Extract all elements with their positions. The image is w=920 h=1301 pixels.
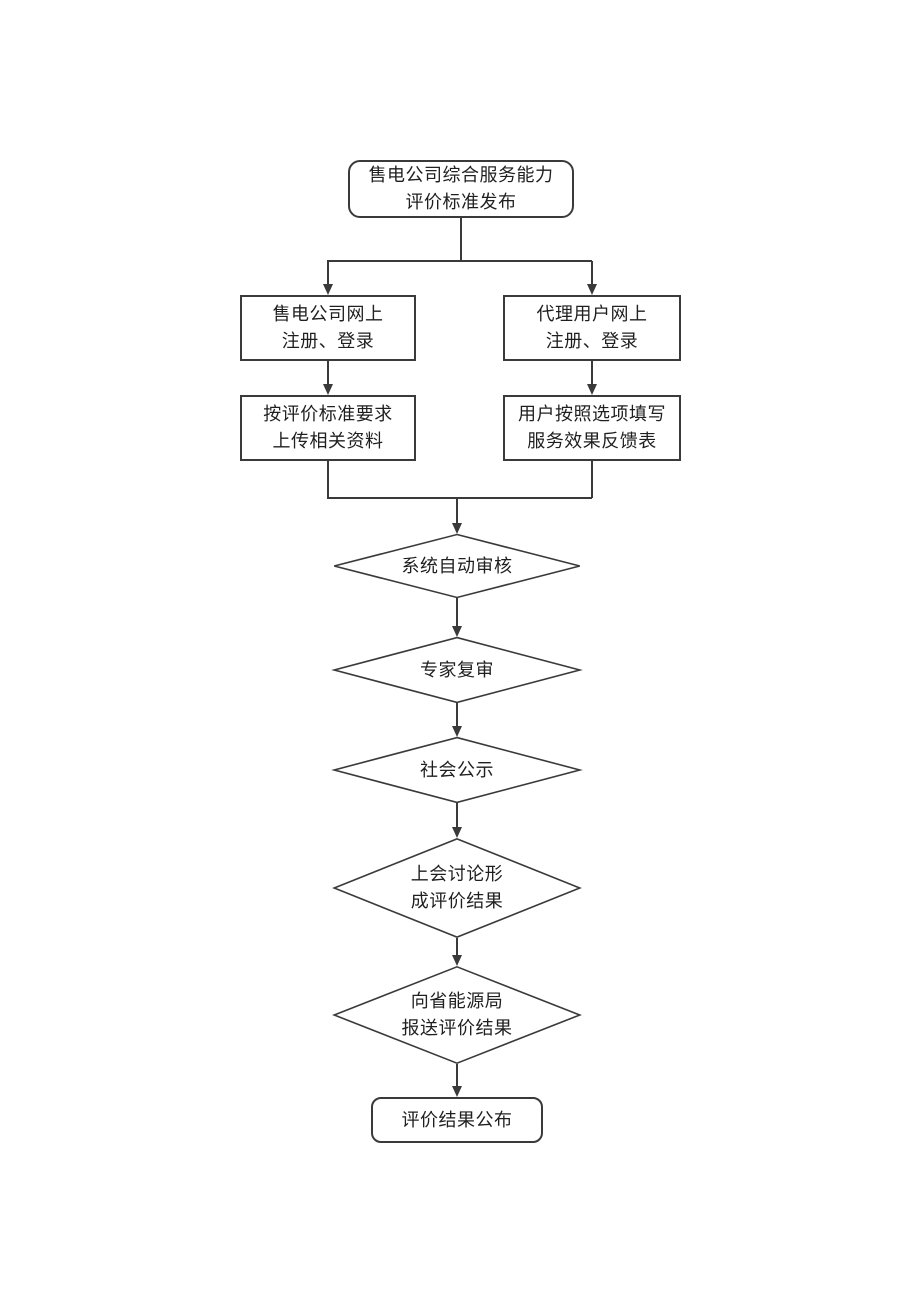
connector-d2-d3 (456, 703, 458, 727)
node-upload-materials-label: 按评价标准要求 上传相关资料 (263, 404, 393, 451)
connector-branch-right (591, 261, 593, 286)
arrow-down-icon (323, 284, 333, 295)
connector-merge-bar (327, 497, 593, 499)
arrow-down-icon (452, 1086, 463, 1097)
node-publish-standard-label: 售电公司综合服务能力 评价标准发布 (368, 165, 554, 212)
connector-d5-end (456, 1064, 458, 1087)
connector-right-step (591, 361, 593, 385)
diamond-shape (333, 534, 581, 598)
arrow-down-icon (452, 827, 463, 838)
connector-branch-bar (327, 260, 593, 262)
arrow-down-icon (452, 523, 463, 534)
connector-start-stem (460, 218, 462, 261)
connector-left-step (327, 361, 329, 385)
node-public-notice-label: 社会公示 (420, 759, 494, 780)
arrow-down-icon (452, 955, 463, 966)
node-expert-review-label: 专家复审 (420, 659, 494, 680)
diamond-shape (333, 737, 581, 803)
node-auto-review: 系统自动审核 (333, 534, 581, 598)
node-publish-results-label: 评价结果公布 (401, 1109, 513, 1130)
node-feedback-form: 用户按照选项填写 服务效果反馈表 (503, 395, 681, 461)
arrow-down-icon (452, 626, 463, 637)
connector-d1-d2 (456, 598, 458, 627)
diamond-shape (333, 637, 581, 703)
arrow-down-icon (452, 726, 463, 737)
connector-d4-d5 (456, 938, 458, 956)
connector-merge-left (327, 461, 329, 498)
node-meeting-discussion: 上会讨论形 成评价结果 (333, 838, 581, 938)
node-public-notice: 社会公示 (333, 737, 581, 803)
node-expert-review: 专家复审 (333, 637, 581, 703)
node-auto-review-label: 系统自动审核 (401, 555, 513, 576)
node-agent-register-label: 代理用户网上 注册、登录 (536, 304, 648, 351)
node-publish-results: 评价结果公布 (371, 1097, 543, 1143)
connector-d3-d4 (456, 803, 458, 828)
node-agent-register: 代理用户网上 注册、登录 (503, 295, 681, 361)
node-report-results: 向省能源局 报送评价结果 (333, 966, 581, 1064)
arrow-down-icon (587, 384, 597, 395)
node-seller-register: 售电公司网上 注册、登录 (240, 295, 416, 361)
connector-branch-left (327, 261, 329, 286)
arrow-down-icon (323, 384, 333, 395)
diamond-shape (333, 966, 581, 1064)
node-feedback-form-label: 用户按照选项填写 服务效果反馈表 (518, 404, 666, 451)
node-meeting-discussion-label: 上会讨论形 成评价结果 (410, 864, 504, 911)
connector-merge-right (591, 461, 593, 498)
node-publish-standard: 售电公司综合服务能力 评价标准发布 (348, 160, 574, 218)
diamond-shape (333, 838, 581, 938)
arrow-down-icon (587, 284, 597, 295)
node-seller-register-label: 售电公司网上 注册、登录 (272, 304, 384, 351)
connector-merge-stem (456, 498, 458, 524)
node-report-results-label: 向省能源局 报送评价结果 (401, 991, 513, 1038)
node-upload-materials: 按评价标准要求 上传相关资料 (240, 395, 416, 461)
